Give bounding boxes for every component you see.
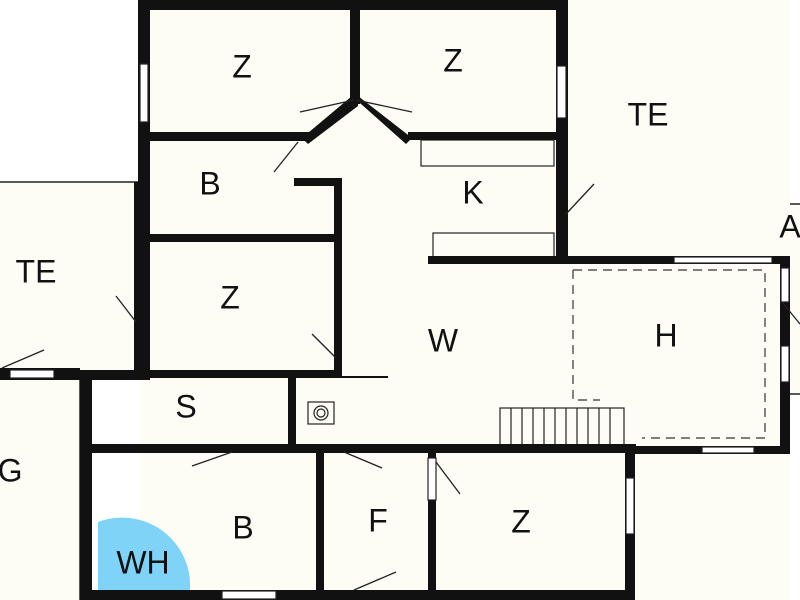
room-label-s: S	[175, 388, 196, 424]
room-label-z-mid-left: Z	[220, 279, 240, 315]
room-label-wh: WH	[116, 544, 169, 580]
room-label-z-top-left: Z	[232, 48, 252, 84]
room-label-g: G	[0, 452, 22, 488]
garage-area	[0, 377, 81, 600]
room-label-z-top-mid: Z	[443, 42, 463, 78]
room-label-h: H	[654, 317, 677, 353]
main-floor	[140, 0, 790, 600]
room-label-b-lower: B	[232, 509, 253, 545]
room-label-te-top-right: TE	[628, 96, 669, 132]
room-label-w: W	[428, 322, 459, 358]
room-label-f: F	[368, 502, 388, 538]
room-label-k: K	[462, 174, 483, 210]
water-heater-area	[98, 517, 191, 590]
terrace-left-area	[0, 181, 141, 373]
doors	[1, 99, 800, 591]
room-label-b-upper: B	[199, 165, 220, 201]
overhead-outline	[572, 269, 766, 439]
room-label-te-left: TE	[16, 253, 57, 289]
room-label-z-bottom: Z	[511, 503, 531, 539]
room-label-a: A	[779, 208, 800, 244]
windows	[9, 63, 790, 600]
stove-icon	[307, 401, 335, 425]
